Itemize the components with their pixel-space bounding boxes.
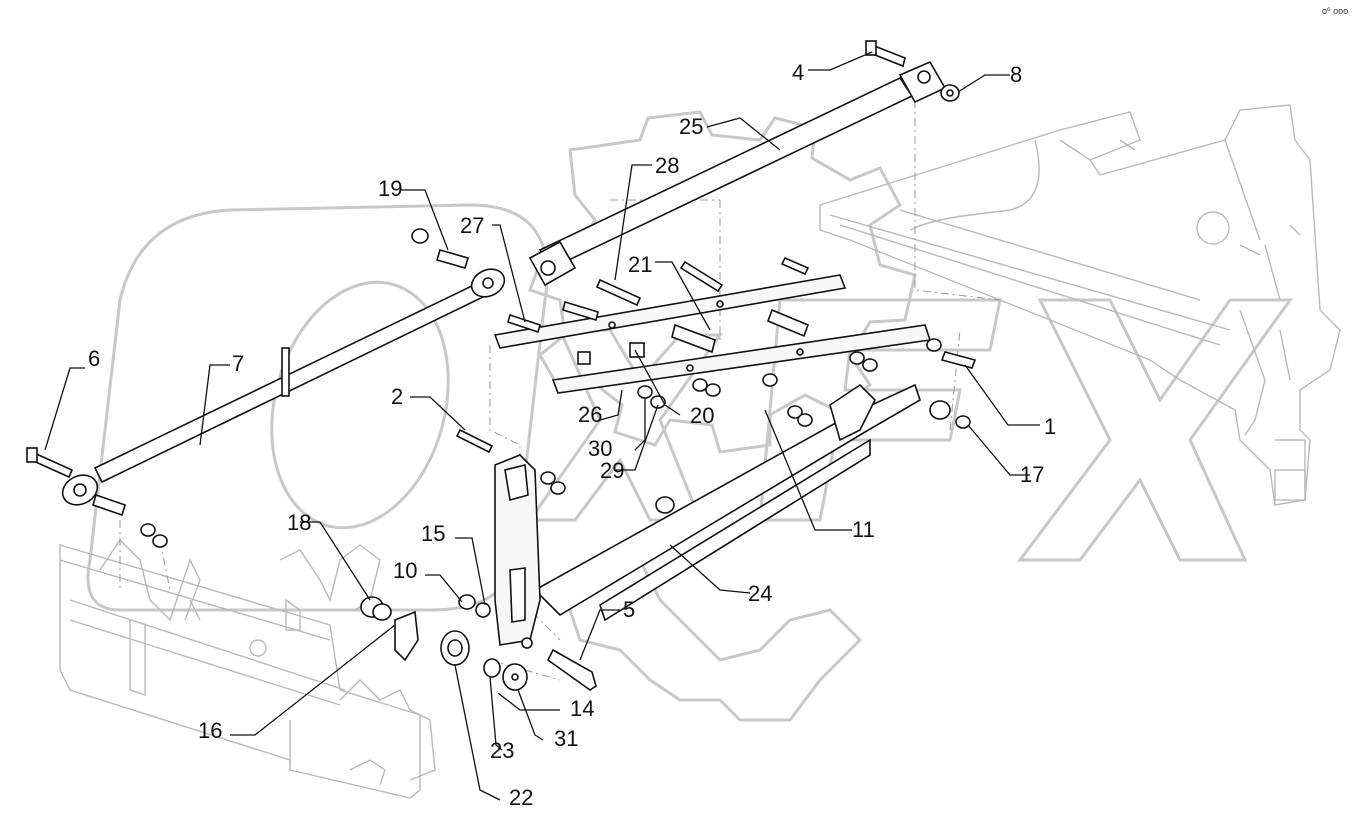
part-2-bolt [455,428,494,454]
plate-nuts [540,338,942,495]
part-19-bushing [411,228,469,269]
callout-21: 21 [628,252,652,277]
part-6-bolt [26,447,74,479]
callout-14: 14 [570,696,594,721]
callout-7: 7 [232,351,244,376]
part-7-tie-rod [61,268,506,506]
part-18-spring [360,596,392,621]
main-frame-right [819,104,1341,506]
callout-29: 29 [600,458,624,483]
callout-5: 5 [623,597,635,622]
plate-bolts [507,256,810,365]
callout-30: 30 [588,436,612,461]
callout-19: 19 [378,176,402,201]
part-21-upper-plate [493,274,932,394]
part-8-nut [940,84,960,102]
callout-24: 24 [748,581,772,606]
corner-mark: o⁰ ooo [1322,6,1348,16]
callout-22: 22 [509,785,533,810]
callout-16: 16 [198,718,222,743]
bushing-lower-left [92,493,168,548]
part-31-washer [502,663,528,691]
callout-28: 28 [655,153,679,178]
callout-11: 11 [852,517,875,542]
part-5-bolt [546,648,597,691]
callout-2: 2 [391,384,403,409]
callout-10: 10 [393,558,417,583]
callout-6: 6 [88,346,100,371]
callout-17: 17 [1020,462,1044,487]
part-16-lever [394,610,419,662]
callout-20: 20 [690,403,714,428]
callout-labels: 1 2 4 5 6 7 8 10 11 14 15 16 17 18 19 20… [88,6,1348,810]
callout-15: 15 [421,521,445,546]
part-1-bolt [940,351,977,369]
callout-23: 23 [490,738,514,763]
part-22-roller [440,630,470,666]
main-frame-left [59,538,436,799]
leader-lines [44,51,1040,801]
callout-18: 18 [287,510,311,535]
part-25-upper-link-rod [528,60,947,287]
callout-4: 4 [792,60,804,85]
callout-8: 8 [1010,62,1022,87]
callout-31: 31 [554,726,578,751]
callout-1: 1 [1044,414,1056,439]
part-10-bracket [458,454,541,649]
part-23-washer [483,658,501,678]
part-24-lower-arm [533,383,971,622]
callout-27: 27 [460,213,484,238]
callout-26: 26 [578,402,602,427]
part-4-bolt [865,40,906,68]
callout-25: 25 [679,114,703,139]
